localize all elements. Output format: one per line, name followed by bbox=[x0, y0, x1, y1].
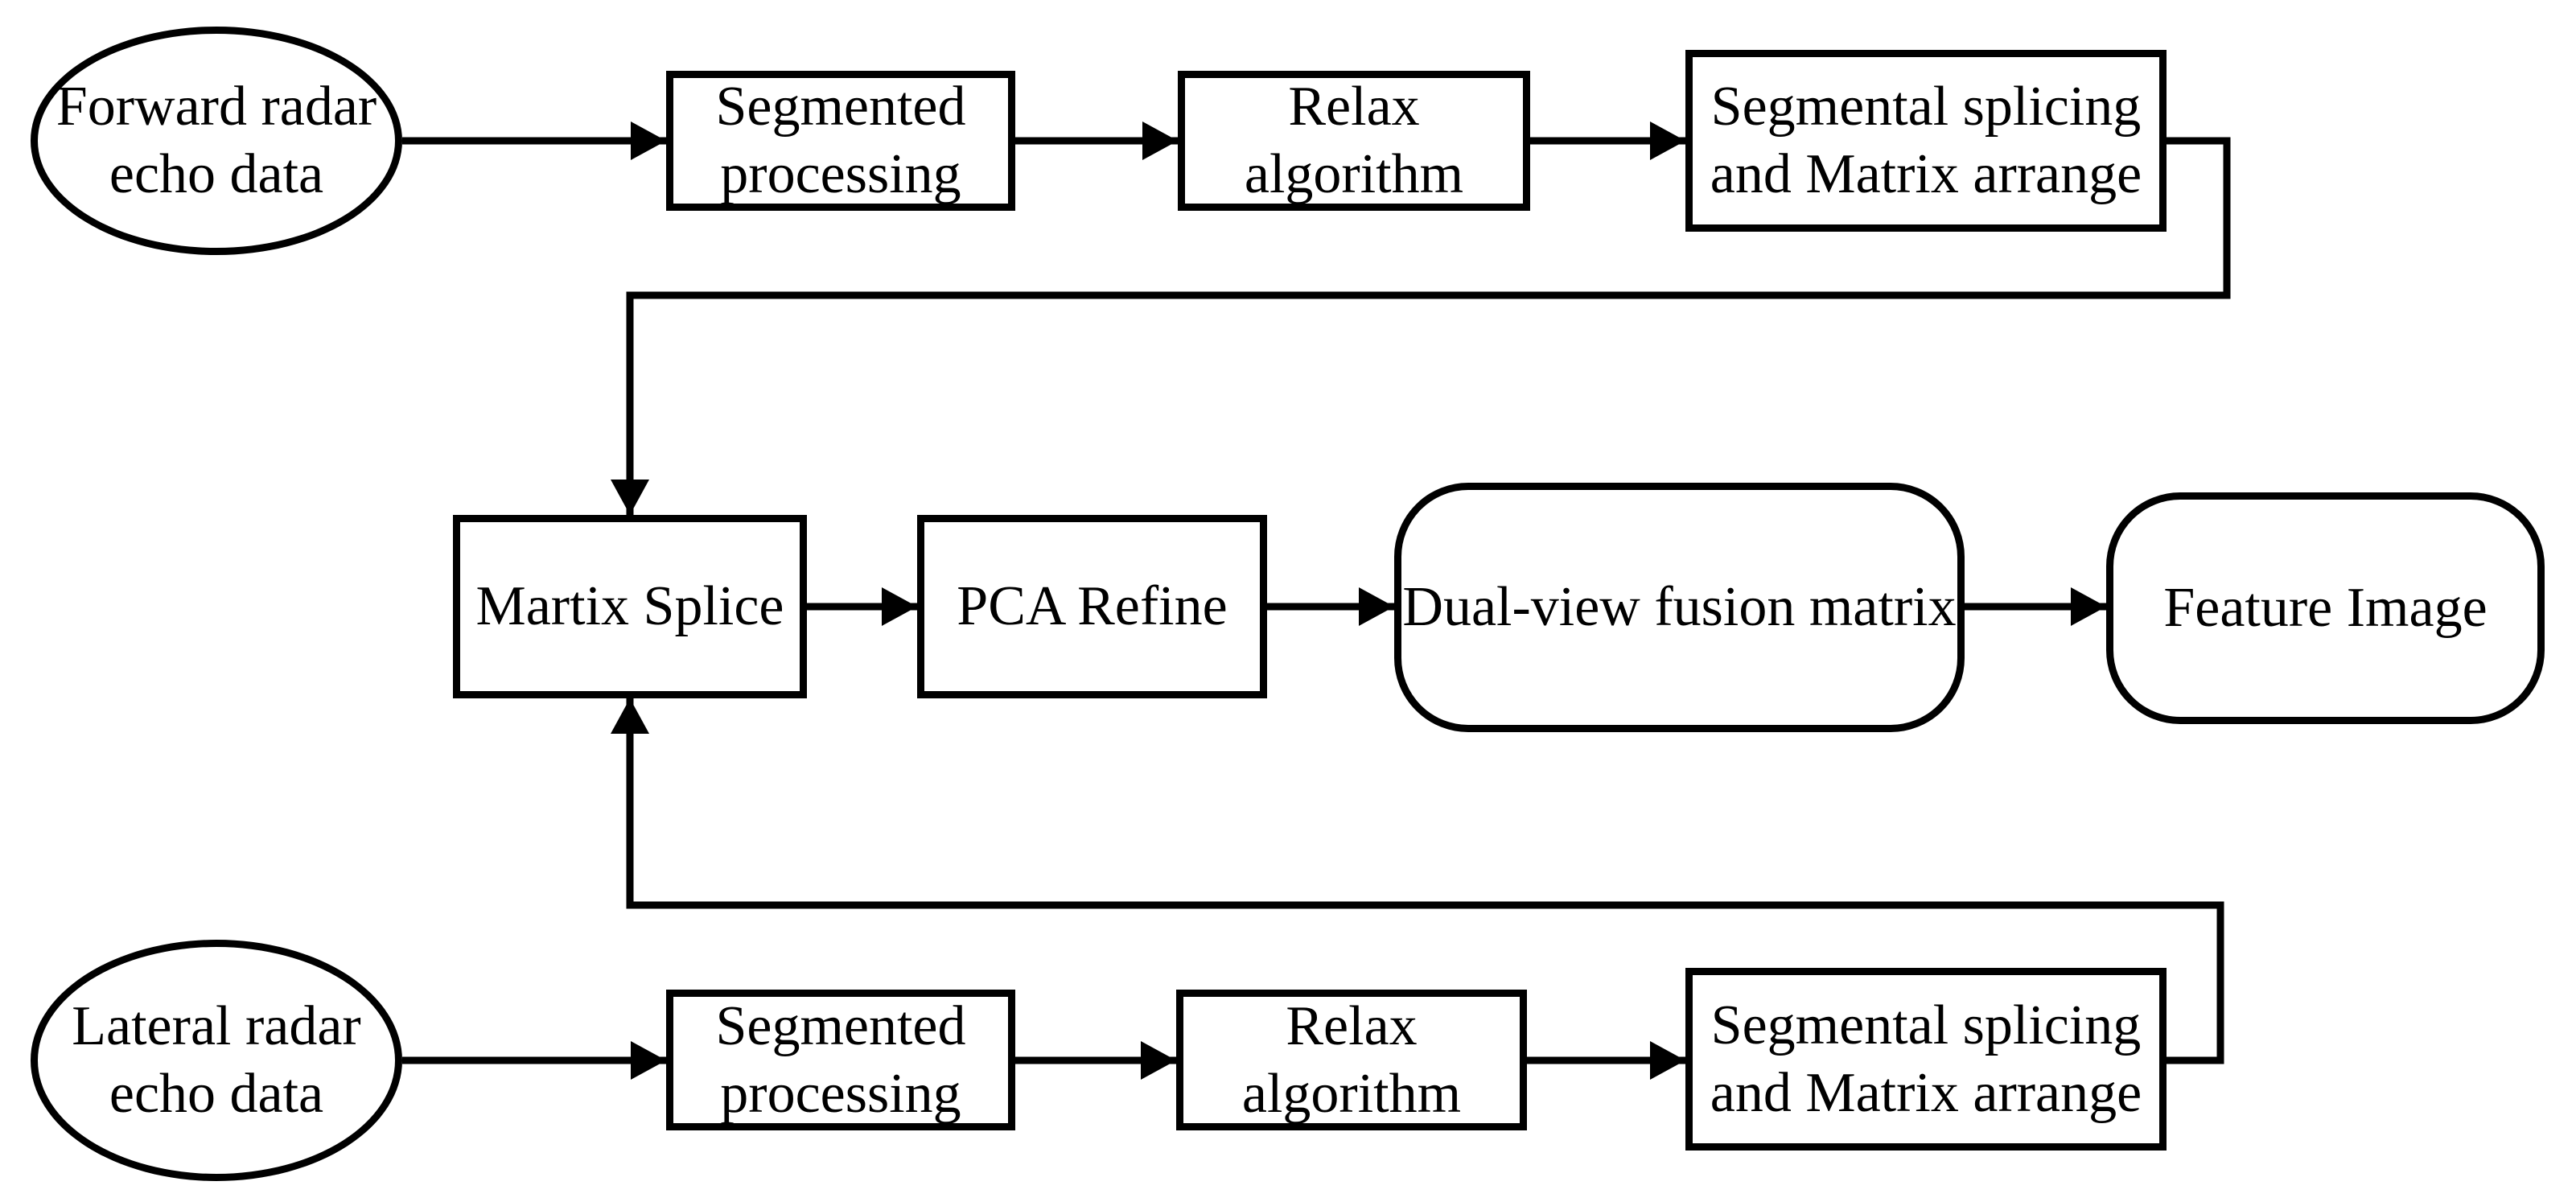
node-label-line: algorithm bbox=[1244, 143, 1464, 205]
node-label-line: Martix Splice bbox=[475, 575, 784, 637]
node-relax-algorithm-bottom: Relax algorithm bbox=[1176, 990, 1527, 1130]
node-segmental-splicing-bottom: Segmental splicing and Matrix arrange bbox=[1685, 968, 2167, 1151]
node-label-line: echo data bbox=[109, 143, 324, 205]
node-label: Relax algorithm bbox=[1242, 993, 1461, 1128]
node-label-line: Segmented bbox=[715, 76, 966, 138]
node-label: Martix Splice bbox=[476, 573, 784, 640]
node-label-line: Segmented bbox=[715, 994, 966, 1057]
node-label-line: Feature Image bbox=[2163, 577, 2488, 639]
node-label: Segmented processing bbox=[715, 993, 965, 1128]
node-label: Lateral radar echo data bbox=[72, 993, 360, 1128]
node-label-line: Relax bbox=[1286, 994, 1418, 1057]
node-label: Relax algorithm bbox=[1245, 73, 1463, 208]
node-label-line: and Matrix arrange bbox=[1710, 143, 2142, 205]
node-forward-radar-echo-data: Forward radar echo data bbox=[31, 27, 402, 255]
node-label-line: PCA Refine bbox=[957, 575, 1228, 637]
node-pca-refine: PCA Refine bbox=[917, 515, 1267, 698]
node-lateral-radar-echo-data: Lateral radar echo data bbox=[31, 940, 402, 1181]
node-label: PCA Refine bbox=[957, 573, 1227, 640]
node-label-line: and Matrix arrange bbox=[1710, 1061, 2142, 1124]
node-label-line: Segmental splicing bbox=[1710, 76, 2142, 138]
node-label-line: algorithm bbox=[1241, 1062, 1462, 1125]
node-relax-algorithm-top: Relax algorithm bbox=[1178, 71, 1530, 211]
node-label-line: processing bbox=[720, 1062, 961, 1125]
node-feature-image: Feature Image bbox=[2106, 492, 2545, 724]
node-segmental-splicing-top: Segmental splicing and Matrix arrange bbox=[1685, 50, 2167, 232]
node-label-line: Dual-view fusion matrix bbox=[1402, 576, 1957, 638]
node-label: Segmental splicing and Matrix arrange bbox=[1710, 73, 2142, 208]
node-label-line: echo data bbox=[109, 1063, 324, 1125]
node-label: Forward radar echo data bbox=[56, 73, 377, 208]
node-segmented-processing-bottom: Segmented processing bbox=[666, 990, 1015, 1130]
node-label-line: Segmental splicing bbox=[1710, 994, 2142, 1056]
node-label: Segmental splicing and Matrix arrange bbox=[1710, 992, 2142, 1127]
node-label: Feature Image bbox=[2163, 574, 2487, 642]
node-dual-view-fusion-matrix: Dual-view fusion matrix bbox=[1394, 483, 1965, 732]
node-label-line: Forward radar bbox=[56, 76, 377, 138]
node-label-line: Relax bbox=[1288, 76, 1420, 138]
node-label: Segmented processing bbox=[715, 73, 965, 208]
node-label-line: Lateral radar bbox=[72, 995, 361, 1057]
node-matrix-splice: Martix Splice bbox=[453, 515, 807, 698]
node-segmented-processing-top: Segmented processing bbox=[666, 71, 1015, 211]
node-label-line: processing bbox=[720, 143, 961, 205]
node-label: Dual-view fusion matrix bbox=[1402, 574, 1956, 641]
